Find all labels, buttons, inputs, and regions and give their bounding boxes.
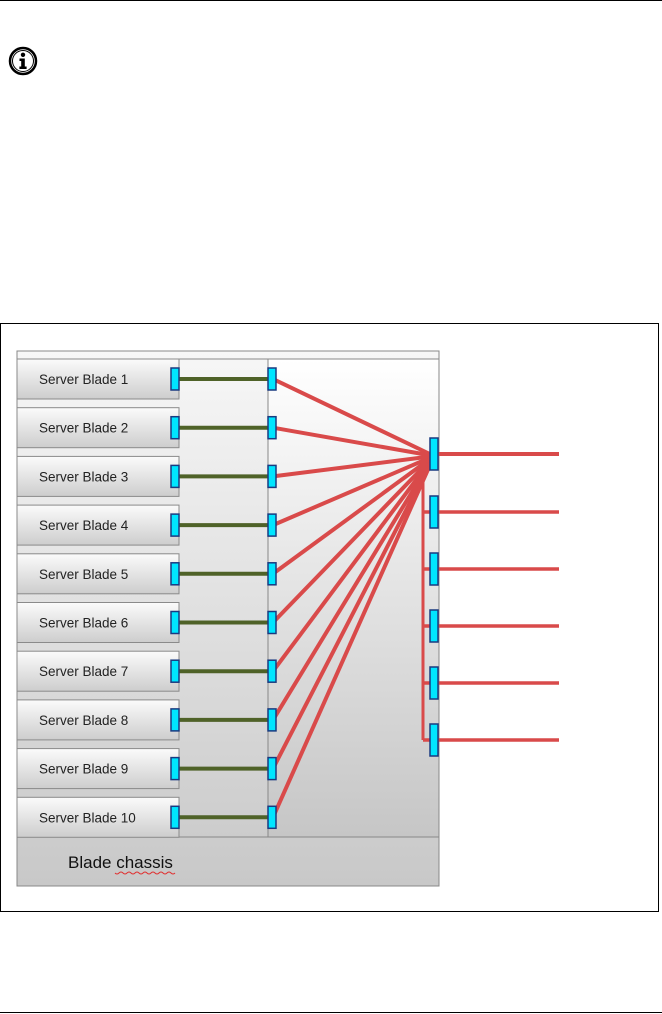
server-blade	[16, 358, 180, 400]
blade-port	[170, 805, 180, 830]
blade-port	[170, 756, 180, 781]
blade-port	[170, 464, 180, 489]
blade-port	[170, 415, 180, 440]
fabric-link	[272, 454, 435, 479]
figure-frame: Server Blade 1 Server Blade 2 Server Blade…	[0, 323, 659, 912]
server-blade-label: Server Blade 8	[39, 713, 128, 728]
server-blade-label: Server Blade 2	[39, 421, 128, 436]
server-blade-label: Server Blade 10	[39, 810, 136, 825]
server-blade-label: Server Blade 6	[39, 616, 128, 631]
server-blade-label: Server Blade 3	[39, 469, 128, 484]
fabric-link	[271, 454, 436, 624]
fabric-link	[271, 455, 436, 819]
spellcheck-underline	[114, 871, 176, 875]
switch-port	[267, 708, 277, 732]
blade-chassis-diagram: Server Blade 1 Server Blade 2 Server Blade…	[16, 350, 559, 887]
switch-port	[267, 659, 277, 683]
server-blade	[16, 650, 180, 692]
server-blade-label: Server Blade 9	[39, 762, 128, 777]
footer-rule	[0, 1012, 662, 1013]
uplink-port	[429, 552, 439, 586]
switch-port	[267, 805, 277, 830]
blade-port	[170, 562, 180, 586]
blade-port	[170, 708, 180, 732]
uplink-port	[429, 609, 439, 643]
server-blade-label: Server Blade 1	[39, 372, 128, 387]
switch-port	[267, 415, 277, 440]
fabric-link	[271, 455, 436, 770]
blade-port	[170, 610, 180, 635]
fabric-link	[272, 377, 435, 458]
server-blade	[16, 553, 180, 595]
uplink-port	[429, 437, 439, 471]
server-blade	[16, 455, 180, 497]
fabric-link	[272, 454, 435, 527]
uplink-port	[429, 495, 439, 529]
blade-port	[170, 513, 180, 537]
server-blade	[16, 602, 180, 643]
server-blade-label: Server Blade 7	[39, 664, 128, 679]
switch-port	[267, 562, 277, 586]
server-blade	[16, 796, 180, 838]
server-blade-label: Server Blade 4	[39, 518, 129, 533]
server-blade	[16, 748, 180, 790]
fabric-link	[271, 454, 436, 673]
fabric-link	[271, 454, 436, 721]
switch-port	[267, 464, 277, 489]
switch-port	[267, 610, 277, 635]
switch-port	[267, 513, 277, 537]
server-blade	[16, 504, 180, 546]
uplink-port	[429, 666, 439, 700]
info-icon	[8, 46, 38, 76]
server-blade	[16, 699, 180, 741]
server-blade-label: Server Blade 5	[39, 567, 128, 582]
uplink-port	[429, 723, 439, 757]
blade-port	[170, 367, 180, 391]
switch-port	[267, 367, 277, 391]
server-blade	[16, 407, 180, 449]
header-rule	[0, 0, 662, 1]
switch-port	[267, 756, 277, 781]
chassis-label: Blade chassis	[68, 853, 173, 872]
blade-port	[170, 659, 180, 683]
fabric-link	[271, 454, 436, 576]
fabric-link	[272, 425, 435, 458]
